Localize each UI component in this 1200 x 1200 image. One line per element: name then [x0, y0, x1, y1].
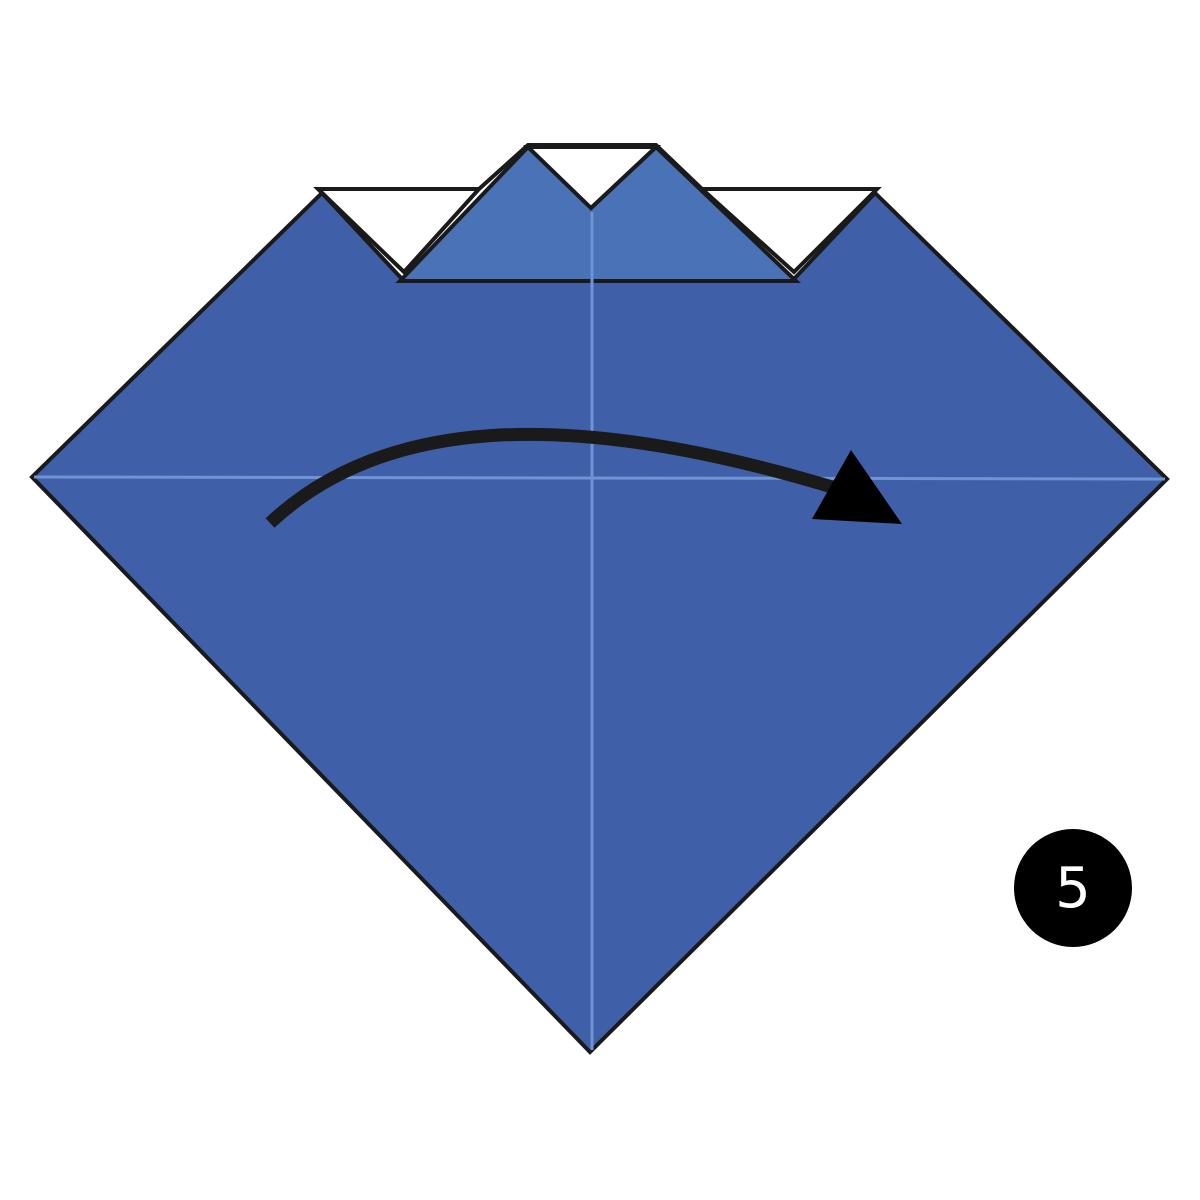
crown-outline: [477, 143, 704, 191]
white-triangle-right: [696, 187, 882, 275]
paper-body: [29, 190, 1170, 1055]
white-triangle-left: [313, 187, 484, 275]
curved-arrow-right-icon: [265, 427, 902, 528]
horizontal-crease: [33, 475, 1166, 481]
step-number-badge: 5: [1014, 829, 1132, 947]
step-number-label: 5: [1055, 856, 1091, 921]
